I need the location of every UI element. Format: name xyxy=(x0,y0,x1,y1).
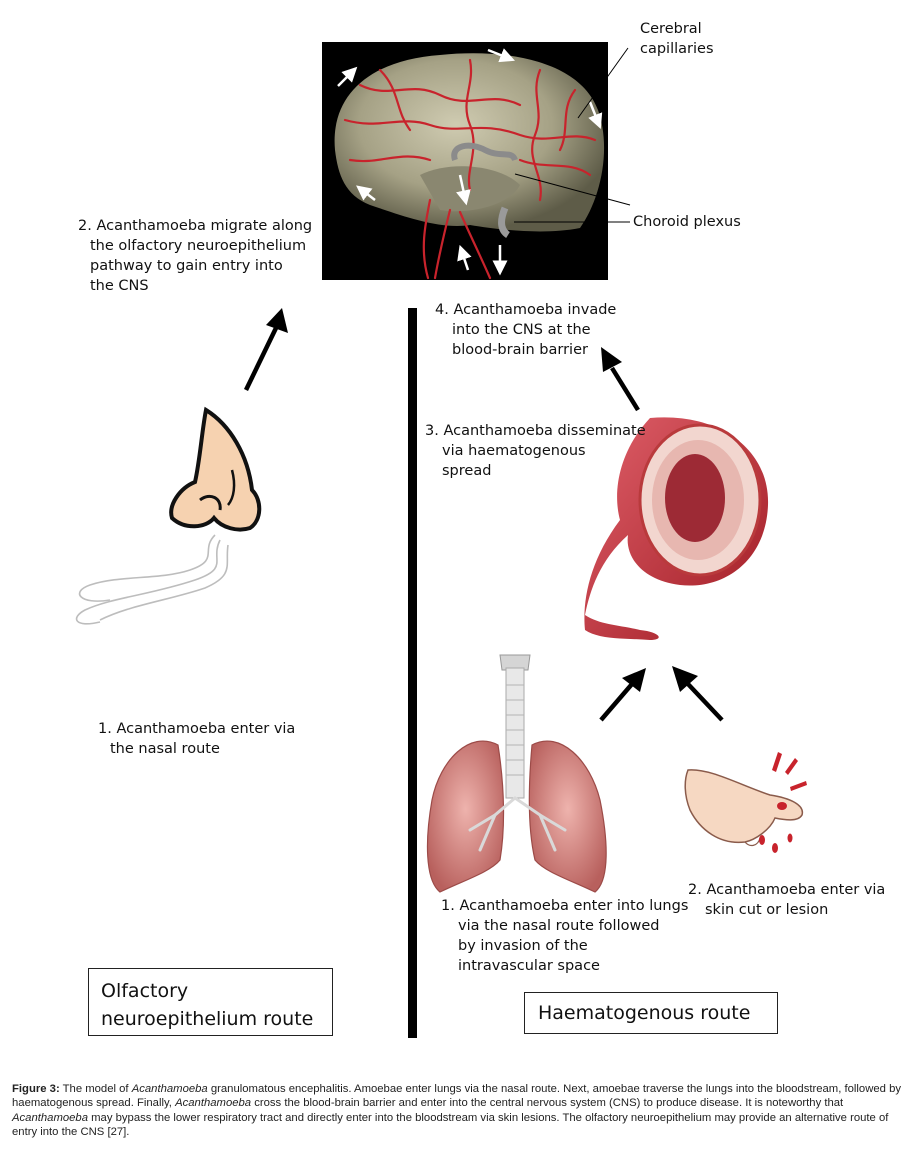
haem-step-1-label: 1. Acanthamoeba enter into lungs via the… xyxy=(441,896,688,976)
olfactory-step-2-line: the olfactory neuroepithelium xyxy=(90,238,307,254)
haem-step-4-label: 4. Acanthamoeba invade into the CNS at t… xyxy=(435,300,616,360)
caption-part-italic: Acanthamoeba xyxy=(131,1083,208,1095)
olfactory-step-2-line: 2. Acanthamoeba migrate along xyxy=(78,218,313,234)
caption-part-italic: Acanthamoeba xyxy=(175,1097,252,1110)
brain-image xyxy=(322,42,608,280)
olfactory-route-line-1: Olfactory xyxy=(101,980,189,1002)
haem-step-3-label: 3. Acanthamoeba disseminate via haematog… xyxy=(425,421,646,481)
haem-step-2-label: 2. Acanthamoeba enter via skin cut or le… xyxy=(688,880,885,920)
haematogenous-route-label: Haematogenous route xyxy=(538,1002,751,1024)
figure-caption: Figure 3: The model of Acanthamoeba gran… xyxy=(12,1082,905,1140)
olfactory-step-2-label: 2. Acanthamoeba migrate along the olfact… xyxy=(78,216,312,296)
nose-illustration xyxy=(75,406,262,625)
capillaries-leader-line xyxy=(577,47,629,119)
olfactory-arrow xyxy=(243,308,288,391)
caption-part: granulomatous encephalitis. Amoebae ente… xyxy=(12,1083,902,1110)
cerebral-capillaries-line-2: capillaries xyxy=(640,41,714,57)
haem-step-3-line: spread xyxy=(442,463,492,479)
haematogenous-route-box: Haematogenous route xyxy=(524,992,778,1034)
olfactory-step-1-label: 1. Acanthamoeba enter via the nasal rout… xyxy=(98,719,295,759)
lungs-to-artery-arrow xyxy=(599,668,646,722)
haem-step-3-line: via haematogenous xyxy=(442,443,586,459)
central-divider xyxy=(408,308,417,1038)
haem-step-1-line: 1. Acanthamoeba enter into lungs xyxy=(441,898,689,914)
haem-step-2-line: skin cut or lesion xyxy=(705,902,829,918)
haem-step-2-line: 2. Acanthamoeba enter via xyxy=(688,882,886,898)
skin-to-artery-arrow xyxy=(672,666,724,722)
olfactory-route-box: Olfactory neuroepithelium route xyxy=(88,968,333,1036)
choroid-plexus-label: Choroid plexus xyxy=(633,214,741,230)
haem-step-3-line: 3. Acanthamoeba disseminate xyxy=(425,423,646,439)
haem-step-4-line: 4. Acanthamoeba invade xyxy=(435,302,617,318)
haem-step-1-line: via the nasal route followed xyxy=(458,918,660,934)
lungs-illustration xyxy=(426,654,607,893)
olfactory-step-2-line: the CNS xyxy=(90,278,149,294)
choroid-leader-line-1 xyxy=(514,173,631,206)
haem-step-1-line: by invasion of the xyxy=(458,938,588,954)
haem-step-1-line: intravascular space xyxy=(458,958,600,974)
haem-step-4-line: blood-brain barrier xyxy=(452,342,588,358)
olfactory-step-2-line: pathway to gain entry into xyxy=(90,258,283,274)
haem-step-4-line: into the CNS at the xyxy=(452,322,591,338)
figure-label: Figure 3: xyxy=(12,1083,60,1095)
caption-part: cross the blood-brain barrier and enter … xyxy=(251,1097,844,1110)
olfactory-step-1-line: the nasal route xyxy=(110,741,220,757)
caption-part: may bypass the lower respiratory tract a… xyxy=(12,1111,889,1139)
olfactory-step-1-line: 1. Acanthamoeba enter via xyxy=(98,721,296,737)
hand-illustration xyxy=(684,752,807,853)
caption-part-italic: Acanthamoeba xyxy=(12,1111,88,1124)
cerebral-capillaries-label: Cerebral capillaries xyxy=(640,19,714,59)
caption-part: The model of xyxy=(59,1083,132,1095)
artery-to-brain-arrow xyxy=(601,347,640,412)
cerebral-capillaries-line-1: Cerebral xyxy=(640,21,702,37)
olfactory-route-line-2: neuroepithelium route xyxy=(101,1008,314,1030)
artery-illustration xyxy=(584,417,769,640)
